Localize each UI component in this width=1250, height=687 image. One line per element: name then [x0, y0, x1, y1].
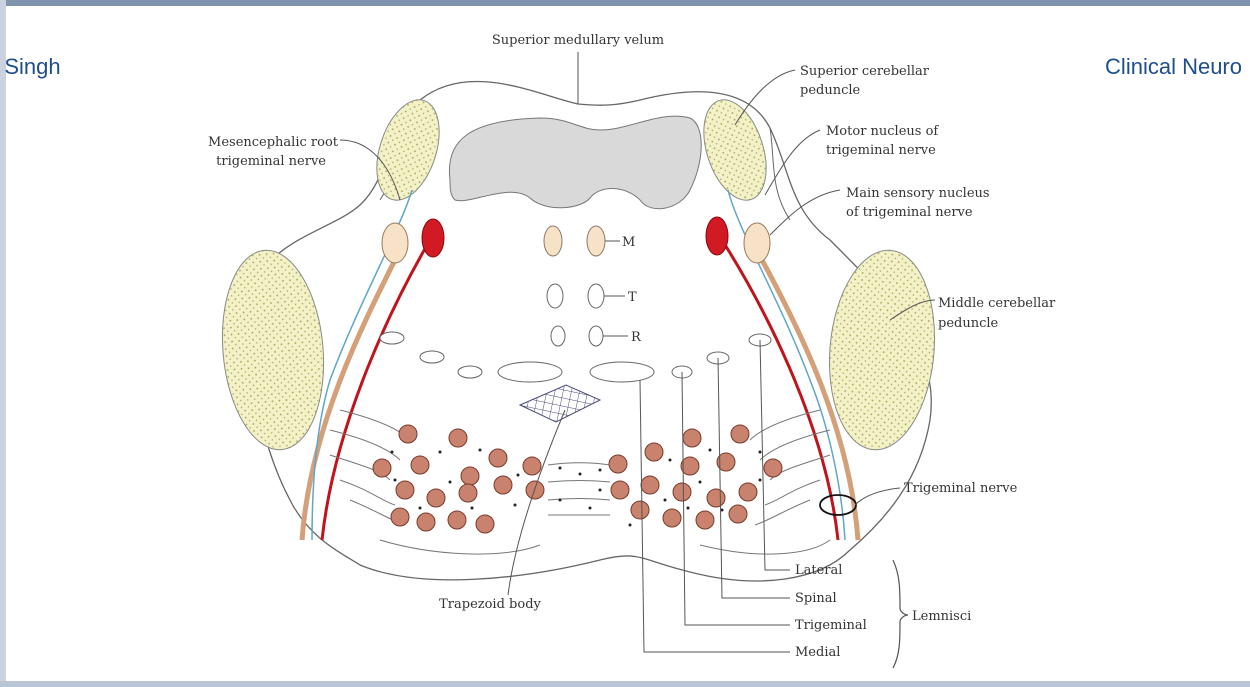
lemniscus-oval-l2 — [420, 351, 444, 363]
motor-nucleus-right — [706, 217, 728, 255]
trigeminal-nerve-loop — [820, 495, 856, 515]
label-main-sensory-2: of trigeminal nerve — [846, 205, 973, 220]
middle-cerebellar-peduncle-right-dots — [821, 246, 942, 454]
label-motor-nucleus-1: Motor nucleus of — [826, 124, 939, 139]
medial-lemniscus-left — [498, 362, 562, 382]
label-tract-r: R — [631, 330, 642, 345]
tract-m-left-oval — [544, 226, 562, 256]
label-trigeminal: Trigeminal — [795, 618, 867, 633]
tract-r-right-oval — [589, 326, 603, 346]
label-motor-nucleus-2: trigeminal nerve — [826, 143, 936, 158]
tract-t-left-oval — [547, 284, 563, 308]
superior-cerebellar-peduncle-right-dots — [692, 92, 777, 208]
label-main-sensory-1: Main sensory nucleus — [846, 186, 990, 201]
label-tract-t: T — [628, 290, 637, 305]
motor-nucleus-left — [422, 219, 444, 257]
lemniscus-oval-l1 — [380, 332, 404, 344]
label-tract-m: M — [622, 235, 635, 250]
label-middle-cerebellar-2: peduncle — [938, 316, 999, 331]
trapezoid-body — [520, 385, 600, 422]
superior-cerebellar-peduncle-left-dots — [365, 92, 450, 208]
label-spinal: Spinal — [795, 591, 837, 606]
tract-t-right-oval — [588, 284, 604, 308]
label-superior-cerebellar-peduncle-2: peduncle — [800, 83, 861, 98]
label-superior-cerebellar-peduncle-1: Superior cerebellar — [800, 64, 930, 79]
lemniscus-oval-l3 — [458, 366, 482, 378]
lemnisci-brace — [893, 560, 908, 668]
middle-cerebellar-peduncle-left-dots — [214, 246, 331, 454]
label-middle-cerebellar-1: Middle cerebellar — [938, 296, 1056, 311]
tract-r-left-oval — [551, 326, 565, 346]
main-sensory-nucleus-right — [744, 223, 770, 263]
label-superior-medullary-velum: Superior medullary velum — [492, 33, 664, 48]
medial-lemniscus-right — [590, 362, 654, 382]
label-mesencephalic-root-2: trigeminal nerve — [216, 154, 326, 169]
main-sensory-nucleus-left — [382, 223, 408, 263]
fourth-ventricle — [449, 116, 701, 209]
label-lateral: Lateral — [795, 563, 842, 578]
label-trigeminal-nerve: Trigeminal nerve — [904, 481, 1018, 496]
label-medial: Medial — [795, 645, 840, 660]
label-lemnisci: Lemnisci — [912, 609, 971, 624]
label-trapezoid-body: Trapezoid body — [439, 597, 541, 612]
tract-m-right-oval — [587, 226, 605, 256]
label-mesencephalic-root-1: Mesencephalic root — [208, 135, 339, 150]
